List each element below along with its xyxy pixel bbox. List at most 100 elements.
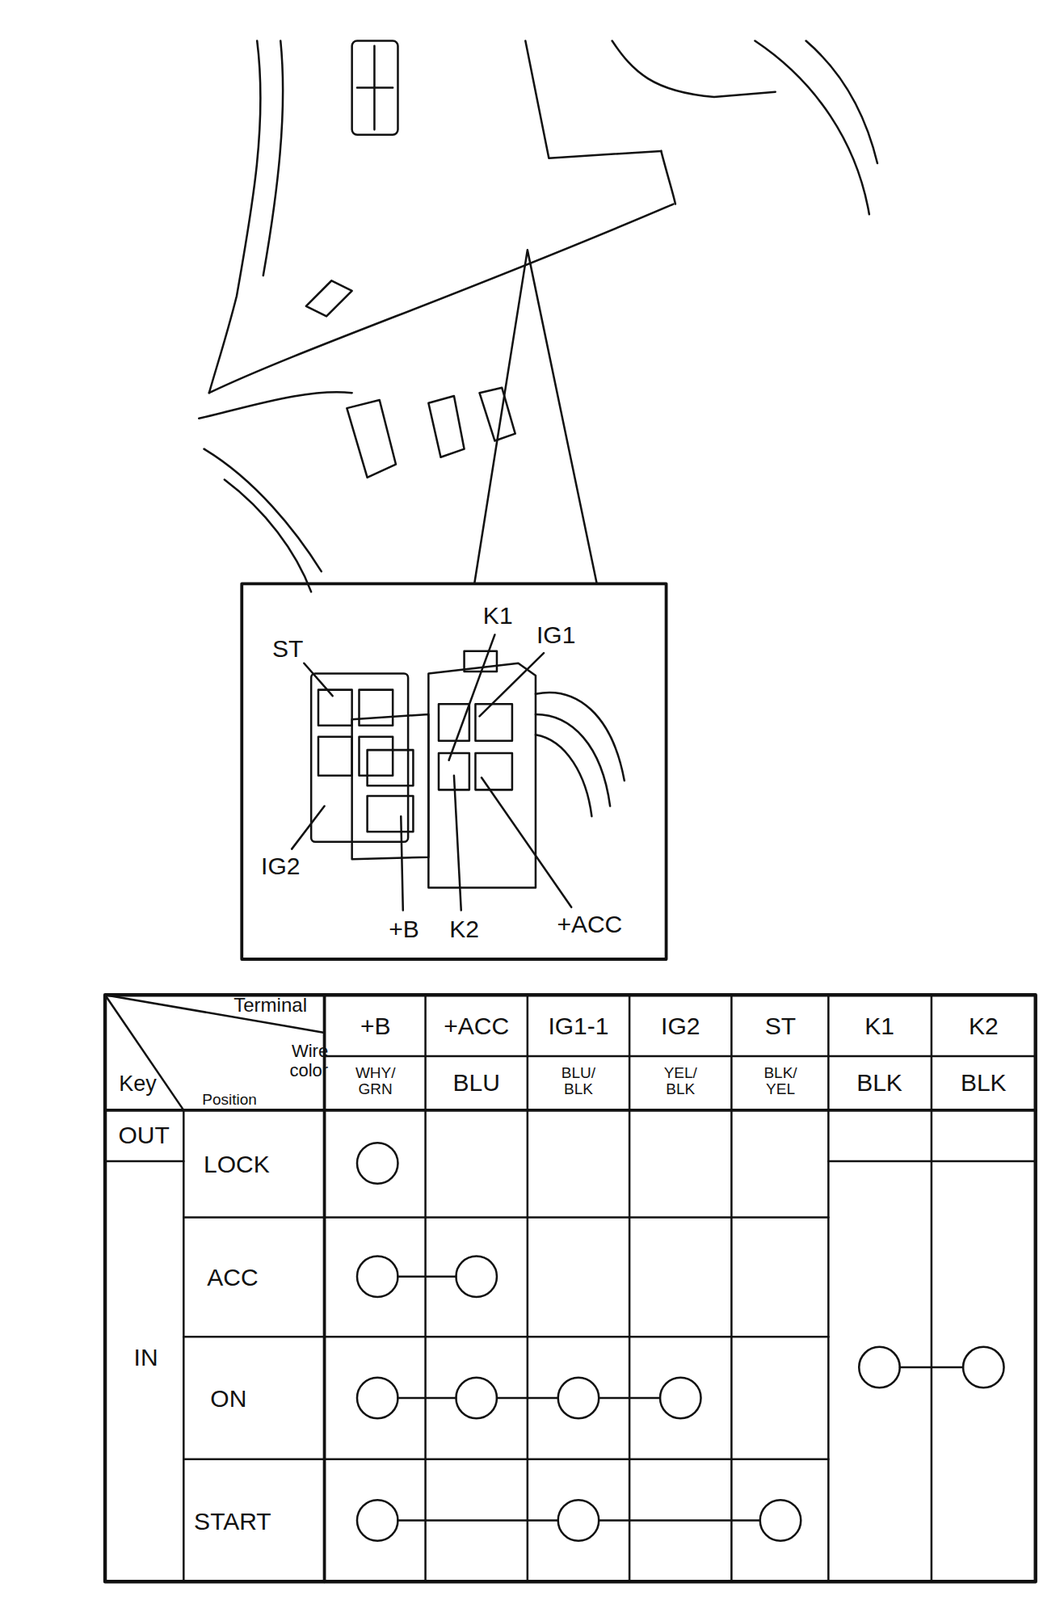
terminal-cell xyxy=(367,795,414,832)
continuity-line xyxy=(397,1518,558,1522)
continuity-circle xyxy=(455,1377,497,1419)
terminal-cell xyxy=(475,703,512,741)
pedal xyxy=(428,395,464,458)
table-rule xyxy=(827,994,830,1582)
connector-housing xyxy=(311,673,409,842)
floor-edge xyxy=(198,391,352,419)
leader-line xyxy=(481,777,572,907)
table-cell: BLU/ BLK xyxy=(553,1064,604,1099)
vent xyxy=(352,41,399,135)
inset-frame xyxy=(241,583,666,960)
terminal-cell xyxy=(438,703,470,741)
continuity-line xyxy=(598,1518,761,1522)
table-cell: K1 xyxy=(864,1012,895,1039)
table-cell: ACC xyxy=(206,1262,258,1290)
table-cell: +B xyxy=(360,1012,392,1039)
table-cell: WHY/ GRN xyxy=(350,1064,401,1099)
table-rule xyxy=(105,1108,1036,1112)
continuity-circle xyxy=(455,1255,497,1297)
header-diagonal xyxy=(105,994,184,1111)
table-cell: BLK xyxy=(960,1068,1007,1095)
connector-housing xyxy=(352,714,430,859)
table-cell: +ACC xyxy=(443,1012,509,1039)
table-cell: ST xyxy=(765,1012,796,1039)
continuity-line xyxy=(900,1366,964,1369)
continuity-circle xyxy=(357,1499,399,1541)
table-cell: YEL/ BLK xyxy=(655,1064,706,1099)
header-diagonal xyxy=(105,994,324,1033)
dash-line xyxy=(209,41,261,394)
continuity-line xyxy=(397,1274,456,1278)
continuity-line xyxy=(397,1396,456,1400)
leader-line xyxy=(479,652,544,716)
terminal-cell xyxy=(475,752,512,790)
pedal xyxy=(346,399,396,478)
continuity-circle xyxy=(760,1499,802,1541)
terminal-cell xyxy=(358,689,393,726)
table-rule xyxy=(183,1457,829,1460)
continuity-circle xyxy=(357,1142,399,1184)
terminal-label: ST xyxy=(272,634,303,661)
terminal-label: +B xyxy=(388,915,420,943)
leader-line xyxy=(303,663,333,696)
table-cell: IG1-1 xyxy=(547,1012,609,1039)
switch-table xyxy=(105,994,1036,1582)
connector-housing xyxy=(428,663,536,888)
dashboard-drawing xyxy=(198,41,878,593)
continuity-line xyxy=(598,1396,661,1400)
continuity-circle xyxy=(357,1377,399,1419)
dash-line xyxy=(660,151,676,205)
table-cell: BLK/ YEL xyxy=(755,1064,806,1099)
table-cell: START xyxy=(193,1506,272,1534)
terminal-label: K2 xyxy=(449,915,480,943)
table-cell: K2 xyxy=(968,1012,999,1039)
table-rule xyxy=(183,1215,829,1219)
table-rule xyxy=(105,1160,184,1163)
table-cell: Terminal xyxy=(233,994,308,1016)
continuity-circle xyxy=(660,1377,702,1419)
connector-tab xyxy=(464,651,497,672)
continuity-circle xyxy=(963,1346,1005,1389)
vent-grille xyxy=(357,46,393,131)
terminal-label: IG1 xyxy=(536,621,576,648)
continuity-circle xyxy=(558,1377,600,1419)
table-rule xyxy=(323,994,327,1582)
floor-edge xyxy=(224,479,312,592)
leader-line xyxy=(400,816,404,910)
continuity-circle xyxy=(558,1499,600,1541)
continuity-line xyxy=(496,1396,559,1400)
dash-line xyxy=(525,41,661,159)
table-rule xyxy=(526,994,530,1582)
knob xyxy=(306,280,353,316)
terminal-label: K1 xyxy=(483,601,514,629)
terminal-label: +ACC xyxy=(556,909,623,937)
table-rule xyxy=(324,1055,1036,1058)
steering-wheel xyxy=(806,41,878,165)
table-cell: OUT xyxy=(117,1121,169,1149)
table-cell: BLK xyxy=(856,1068,903,1095)
terminal-cell xyxy=(358,736,393,776)
table-rule xyxy=(930,994,934,1582)
table-rule xyxy=(182,1110,186,1582)
table-rule xyxy=(828,1160,1035,1163)
column-cover xyxy=(612,41,776,97)
table-cell: ON xyxy=(210,1383,247,1411)
table-cell: Position xyxy=(201,1091,257,1109)
table-frame xyxy=(105,994,1036,1582)
dash-line xyxy=(263,41,283,276)
floor-edge xyxy=(204,449,322,573)
table-cell: Wire color xyxy=(263,1041,329,1081)
leader-line xyxy=(449,634,496,760)
connector-drawing xyxy=(311,651,625,888)
steering-wheel xyxy=(754,41,869,215)
table-rule xyxy=(730,994,733,1582)
table-cell: LOCK xyxy=(203,1149,270,1177)
continuity-circle xyxy=(858,1346,901,1389)
continuity-circle xyxy=(357,1255,399,1297)
terminal-label: IG2 xyxy=(260,851,300,879)
leader-line xyxy=(291,806,324,850)
table-cell: Key xyxy=(118,1072,157,1097)
wire-harness xyxy=(535,692,625,817)
table-rule xyxy=(424,994,427,1582)
terminal-cell xyxy=(318,689,353,726)
